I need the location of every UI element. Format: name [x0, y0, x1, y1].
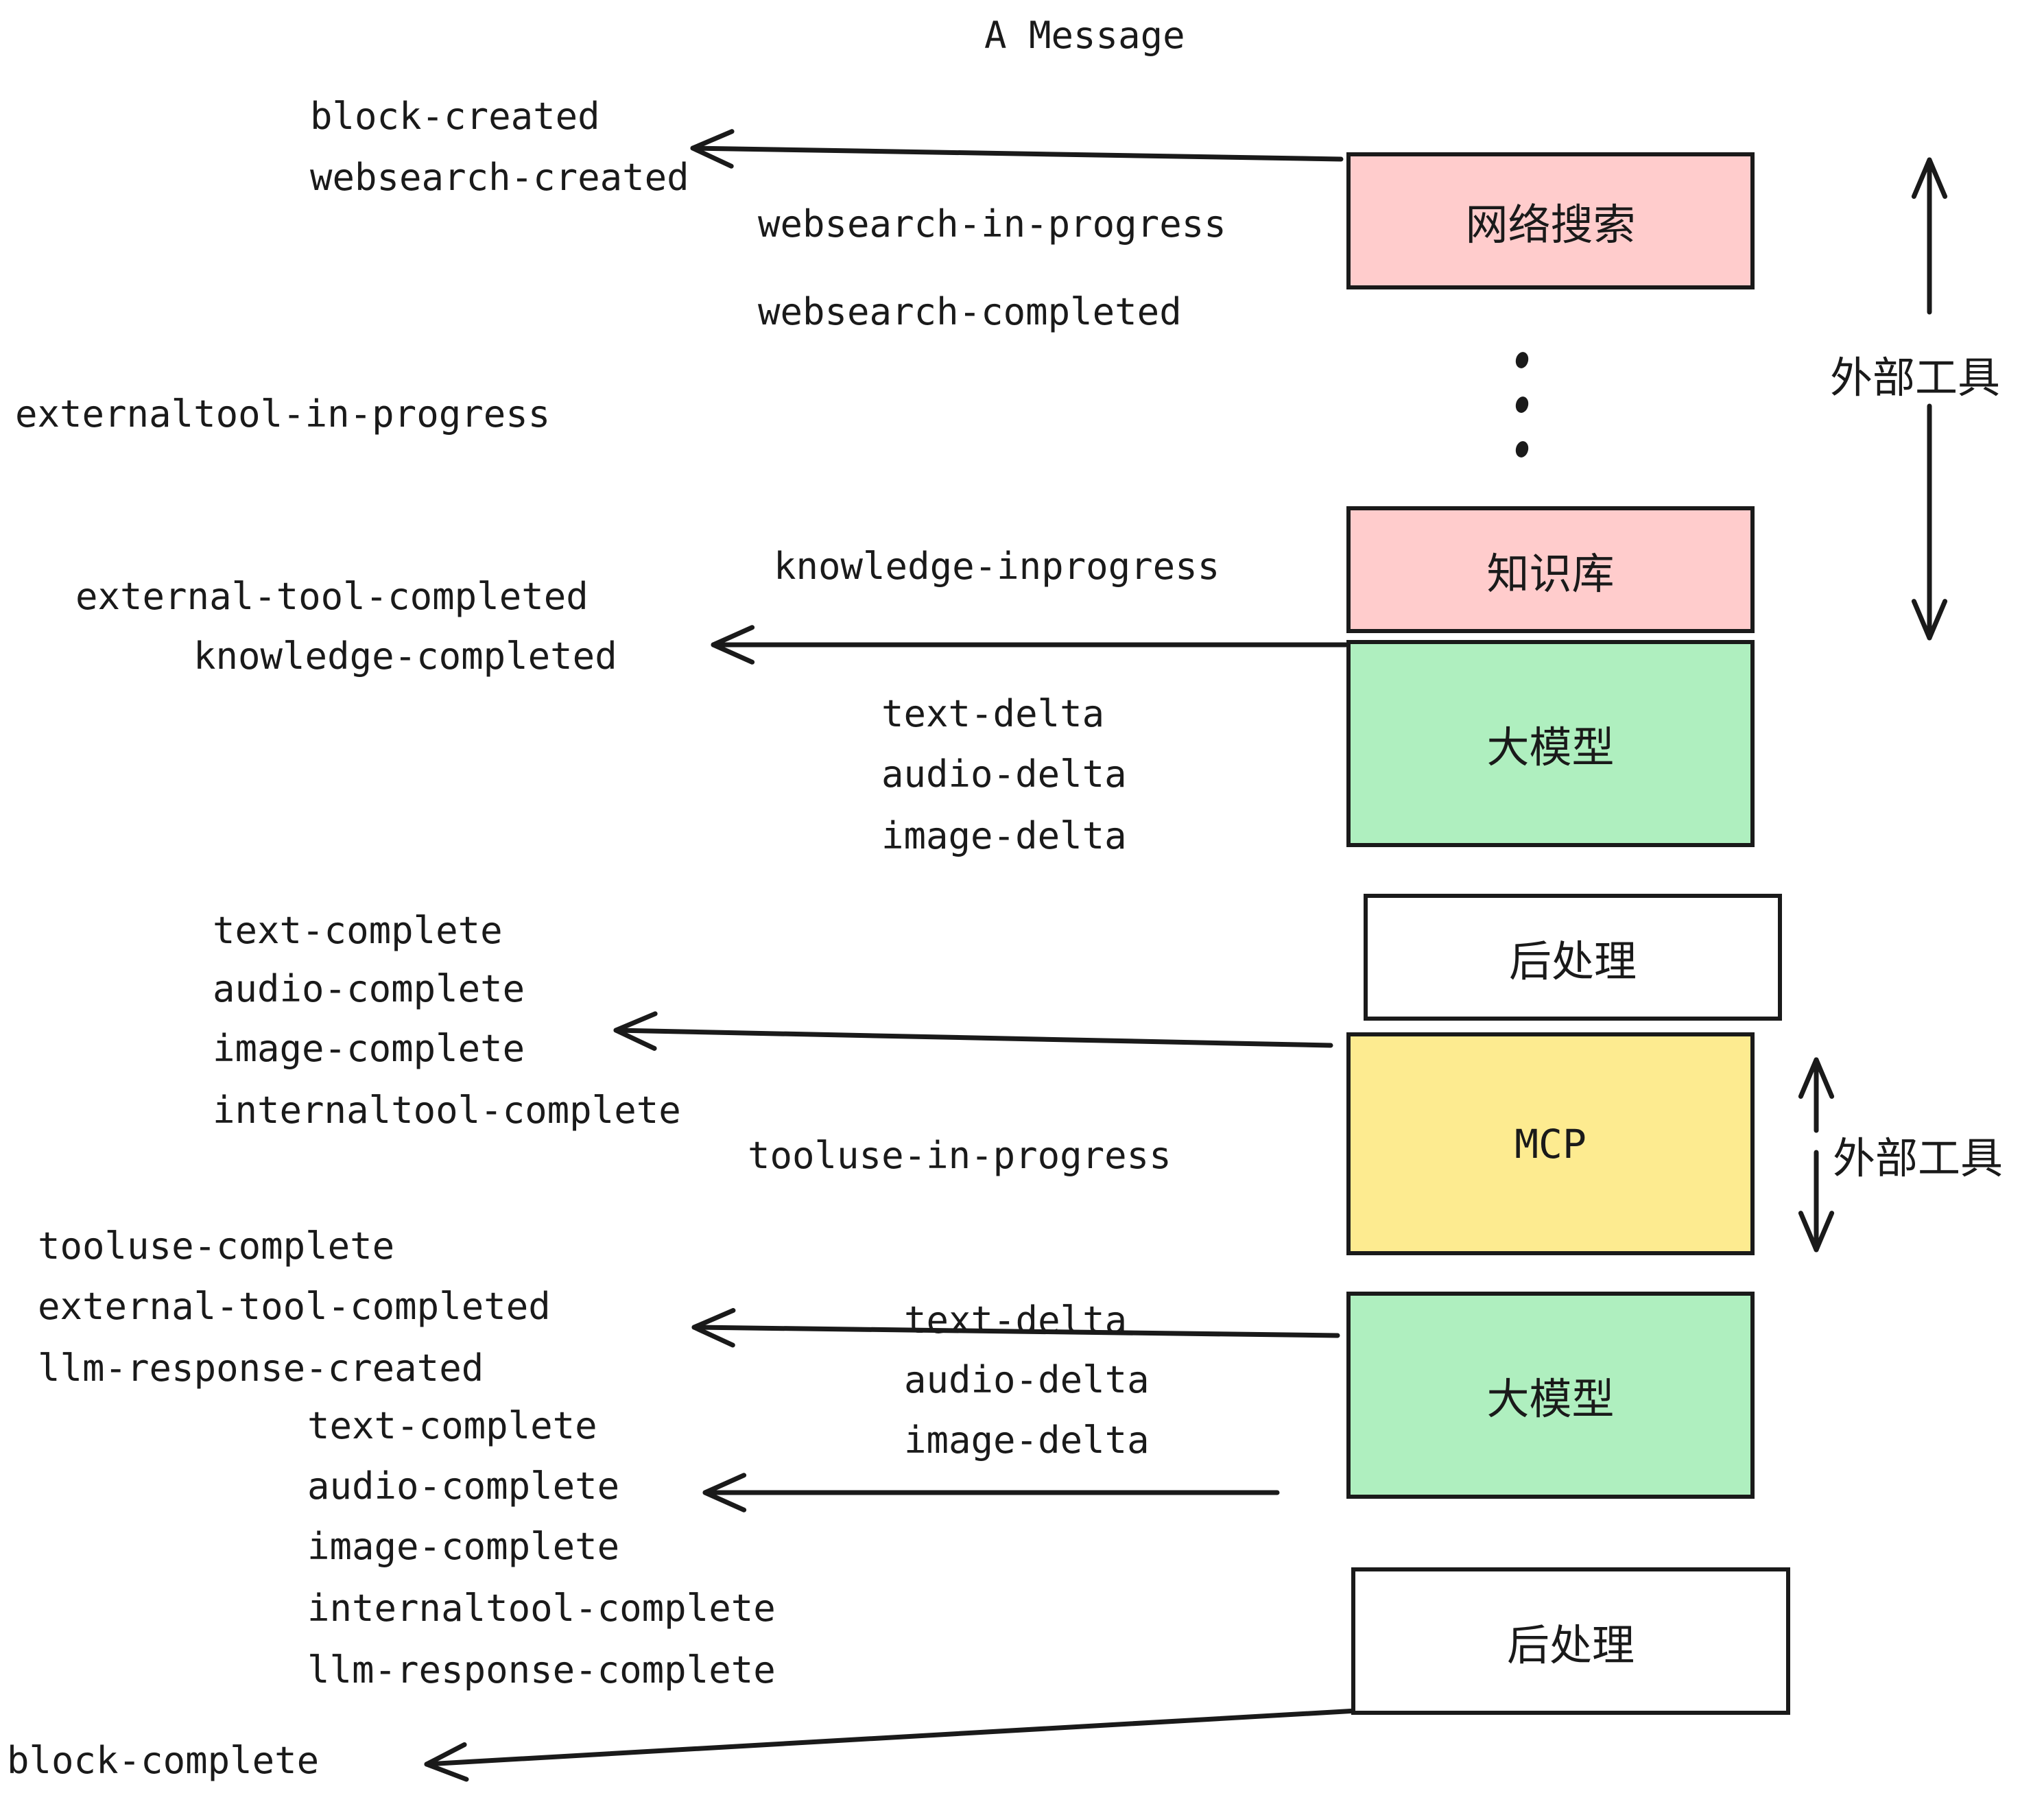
node-label: 网络搜索: [1465, 200, 1636, 250]
page-title: A Message: [984, 14, 1185, 57]
arrow-image-complete-line: [613, 1028, 1333, 1048]
node-llm-1: 大模型: [1346, 640, 1755, 847]
arrow-tooluse-complete-head: [691, 1307, 736, 1348]
arrow-audio-complete-head: [702, 1473, 747, 1512]
node-mcp: MCP: [1346, 1032, 1755, 1255]
bracket-label-external-tool-top: 外部工具: [1830, 353, 2001, 403]
ellipsis-dot: [1514, 351, 1530, 370]
event-label: block-created: [310, 95, 600, 138]
event-label: audio-delta: [881, 752, 1127, 796]
external-tool-top-down-head: [1911, 599, 1948, 641]
event-label: external-tool-completed: [75, 575, 589, 618]
event-label: websearch-completed: [758, 290, 1182, 333]
event-label: block-complete: [7, 1739, 320, 1782]
arrow-block-created-head: [690, 129, 735, 169]
event-label: image-complete: [307, 1525, 620, 1568]
event-label: image-delta: [904, 1419, 1150, 1462]
event-label: image-complete: [213, 1027, 525, 1070]
event-label: text-delta: [881, 692, 1105, 735]
node-label: 后处理: [1508, 936, 1637, 986]
arrow-block-complete-head: [424, 1742, 469, 1782]
node-llm-2: 大模型: [1346, 1292, 1755, 1499]
event-label: text-complete: [307, 1404, 597, 1447]
node-label: 大模型: [1486, 1374, 1615, 1424]
event-label: audio-complete: [213, 967, 525, 1010]
event-label: knowledge-completed: [193, 634, 617, 678]
bracket-label-external-tool-bottom: 外部工具: [1833, 1133, 2004, 1183]
node-label: 后处理: [1506, 1619, 1635, 1670]
external-tool-bottom-down-head: [1798, 1211, 1835, 1253]
event-label: websearch-created: [310, 156, 689, 199]
node-label: MCP: [1514, 1120, 1587, 1167]
node-label: 知识库: [1486, 548, 1615, 599]
node-knowledgebase: 知识库: [1346, 506, 1755, 633]
ellipsis-dot: [1514, 440, 1530, 459]
arrow-image-complete-head: [613, 1011, 658, 1051]
event-label: text-delta: [904, 1298, 1128, 1342]
external-tool-bottom-up-head: [1798, 1057, 1835, 1099]
node-postprocess-2: 后处理: [1351, 1567, 1790, 1715]
arrow-block-created-line: [690, 145, 1344, 162]
event-label: image-delta: [881, 814, 1127, 857]
external-tool-top-up-head: [1911, 157, 1948, 199]
event-label: externaltool-in-progress: [15, 392, 551, 436]
node-websearch: 网络搜索: [1346, 152, 1755, 289]
event-label: internaltool-complete: [307, 1587, 776, 1630]
event-label: internaltool-complete: [213, 1089, 681, 1132]
arrow-block-complete-line: [424, 1708, 1359, 1767]
arrow-knowledge-completed-head: [711, 625, 755, 665]
event-label: websearch-in-progress: [758, 202, 1226, 246]
event-label: knowledge-inprogress: [774, 545, 1220, 588]
event-label: text-complete: [213, 909, 503, 952]
event-label: audio-complete: [307, 1464, 620, 1508]
node-postprocess-1: 后处理: [1364, 894, 1782, 1021]
event-label: llm-response-complete: [307, 1648, 776, 1692]
event-label: external-tool-completed: [38, 1285, 551, 1328]
node-label: 大模型: [1486, 722, 1615, 772]
event-label: tooluse-complete: [38, 1224, 395, 1268]
event-label: audio-delta: [904, 1358, 1150, 1401]
event-label: llm-response-created: [38, 1346, 484, 1390]
ellipsis-dot: [1514, 395, 1530, 414]
event-label: tooluse-in-progress: [748, 1134, 1172, 1177]
